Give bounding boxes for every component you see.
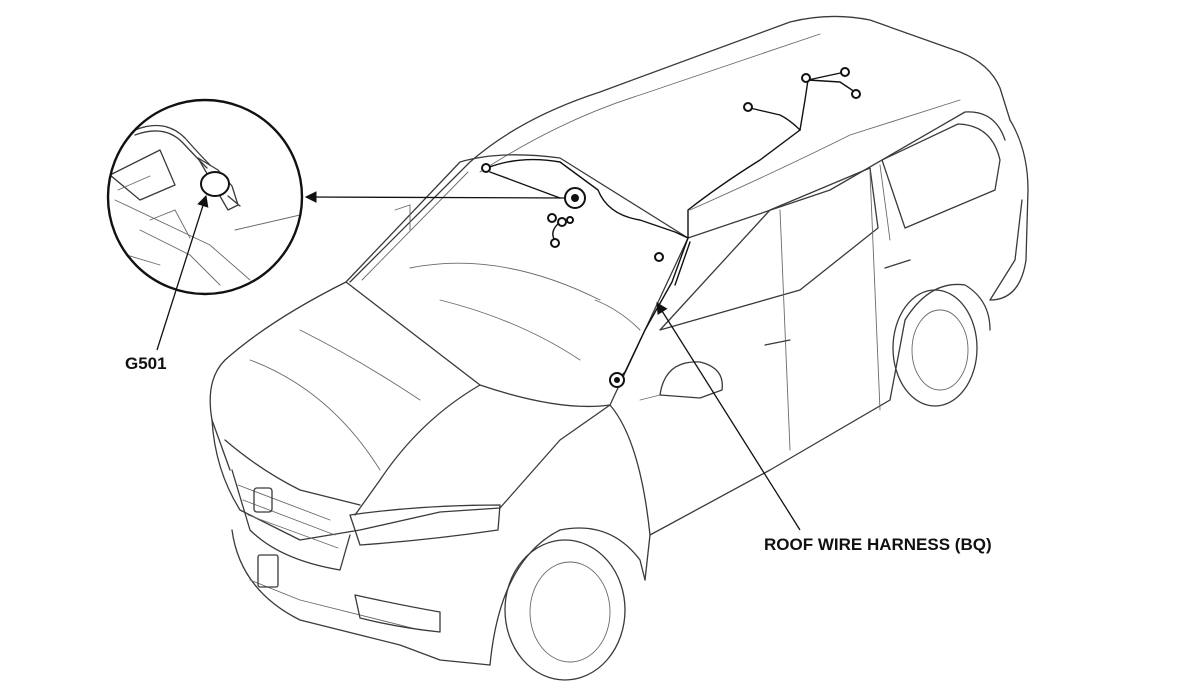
magnifier-arrow: [304, 191, 567, 203]
g501-label: G501: [125, 354, 167, 373]
vehicle-body: [209, 15, 1029, 681]
roof-wire-harness-label: ROOF WIRE HARNESS (BQ): [764, 535, 992, 554]
roof-wire-harness: [481, 67, 861, 388]
g501-leader: [156, 194, 209, 351]
harness-leader: [656, 302, 801, 531]
